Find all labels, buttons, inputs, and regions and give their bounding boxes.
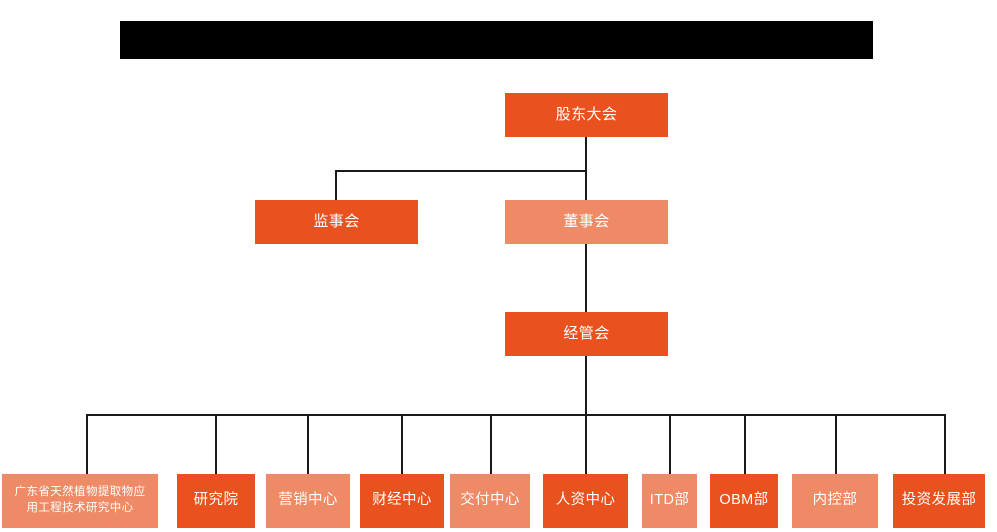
node-department-delivery-center[interactable]: 交付中心	[450, 474, 530, 528]
node-shareholders-meeting[interactable]: 股东大会	[505, 93, 668, 137]
node-management-committee-label: 经管会	[563, 325, 610, 343]
connector-department-drop-10	[944, 414, 946, 474]
node-department-label: 交付中心	[460, 492, 520, 509]
connector-department-drop-1	[86, 414, 88, 474]
node-department-label: ITD部	[649, 492, 690, 509]
connector-shareholders-drop	[585, 137, 587, 171]
connector-department-drop-4	[401, 414, 403, 474]
node-department-investment-development[interactable]: 投资发展部	[893, 474, 985, 528]
connector-department-drop-2	[215, 414, 217, 474]
connector-department-drop-9	[835, 414, 837, 474]
connector-supervisors-drop	[335, 170, 337, 201]
node-department-hr-center[interactable]: 人资中心	[543, 474, 628, 528]
node-department-label: 人资中心	[555, 492, 616, 509]
connector-level2-bus	[335, 170, 587, 172]
connector-directors-drop	[585, 170, 587, 201]
node-department-guangdong-research-center[interactable]: 广东省天然植物提取物应 用工程技术研究中心	[2, 474, 158, 528]
node-department-label: OBM部	[719, 492, 769, 509]
node-department-label: 广东省天然植物提取物应 用工程技术研究中心	[14, 486, 146, 514]
node-board-of-supervisors-label: 监事会	[313, 213, 360, 231]
node-department-label: 财经中心	[372, 492, 432, 509]
node-department-obm[interactable]: OBM部	[710, 474, 778, 528]
node-board-of-directors-label: 董事会	[563, 213, 610, 231]
connector-department-drop-5	[490, 414, 492, 474]
connector-departments-bus	[86, 414, 946, 416]
node-board-of-directors[interactable]: 董事会	[505, 200, 668, 244]
node-department-label: 内控部	[812, 492, 858, 509]
node-department-internal-control[interactable]: 内控部	[792, 474, 878, 528]
node-department-finance-center[interactable]: 财经中心	[360, 474, 444, 528]
node-department-label: 营销中心	[278, 492, 338, 509]
node-board-of-supervisors[interactable]: 监事会	[255, 200, 418, 244]
connector-department-drop-8	[744, 414, 746, 474]
node-department-label: 投资发展部	[901, 492, 977, 509]
connector-department-drop-3	[307, 414, 309, 474]
node-management-committee[interactable]: 经管会	[505, 312, 668, 356]
connector-directors-to-management	[585, 244, 587, 313]
connector-department-drop-7	[669, 414, 671, 474]
node-department-marketing-center[interactable]: 营销中心	[266, 474, 350, 528]
node-department-itd[interactable]: ITD部	[642, 474, 697, 528]
node-shareholders-meeting-label: 股东大会	[555, 106, 618, 124]
connector-department-drop-6	[585, 414, 587, 474]
node-department-research-institute[interactable]: 研究院	[177, 474, 255, 528]
connector-management-drop	[585, 356, 587, 415]
node-department-label: 研究院	[193, 492, 239, 509]
redacted-title-bar	[120, 21, 873, 59]
